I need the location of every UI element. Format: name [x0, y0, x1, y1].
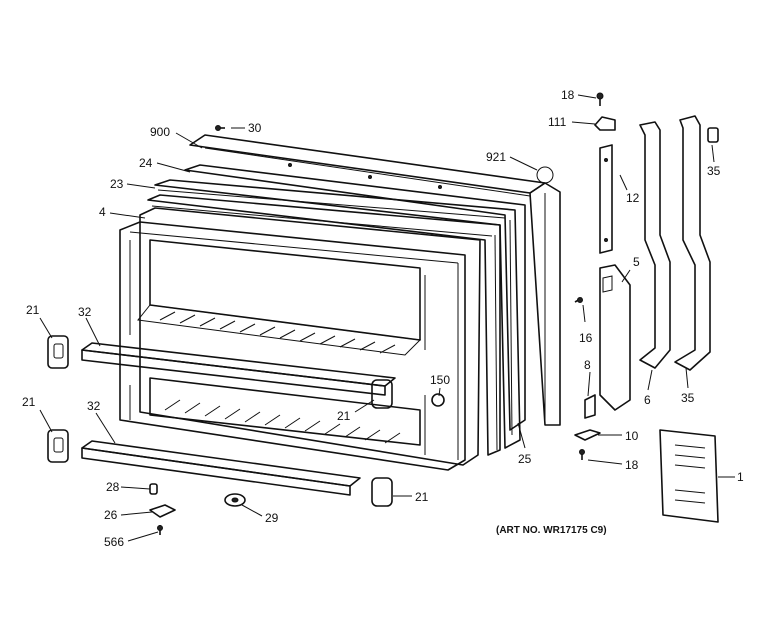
- label-16: 16: [579, 331, 593, 345]
- label-150: 150: [430, 373, 450, 387]
- label-5: 5: [633, 255, 640, 269]
- label-32-a: 32: [78, 305, 92, 319]
- label-10: 10: [625, 429, 639, 443]
- small-fasteners: [149, 125, 445, 535]
- label-6: 6: [644, 393, 651, 407]
- hinge-hardware: [574, 92, 719, 460]
- lower-shelf: [129, 377, 426, 455]
- label-1: 1: [737, 470, 744, 484]
- label-12: 12: [626, 191, 640, 205]
- part-labels: 900 30 24 23 4 921 18 111 12 35 5 16 8 6…: [22, 88, 744, 549]
- label-29: 29: [265, 511, 279, 525]
- upper-shelf: [129, 239, 426, 356]
- label-4: 4: [99, 205, 106, 219]
- label-900: 900: [150, 125, 170, 139]
- label-111: 111: [548, 115, 567, 129]
- outer-door-panel: [189, 134, 561, 426]
- label-21-d: 21: [415, 490, 429, 504]
- label-32-b: 32: [87, 399, 101, 413]
- label-26: 26: [104, 508, 118, 522]
- label-23: 23: [110, 177, 124, 191]
- label-566: 566: [104, 535, 124, 549]
- label-21-b: 21: [22, 395, 36, 409]
- label-35-bottom: 35: [681, 391, 695, 405]
- label-8: 8: [584, 358, 591, 372]
- leader-lines: [39, 94, 735, 542]
- label-18-top: 18: [561, 88, 575, 102]
- label-35-top: 35: [707, 164, 721, 178]
- door-gasket-layers: [147, 164, 526, 456]
- label-25: 25: [518, 452, 532, 466]
- label-21-a: 21: [26, 303, 40, 317]
- art-number: (ART NO. WR17175 C9): [496, 525, 607, 536]
- shelf-end-caps: [47, 335, 393, 507]
- label-30: 30: [248, 121, 262, 135]
- door-shelf-bars: [81, 342, 396, 496]
- label-18-bottom: 18: [625, 458, 639, 472]
- instruction-booklet: [659, 429, 719, 523]
- label-921: 921: [486, 150, 506, 164]
- label-21-c: 21: [337, 409, 351, 423]
- label-28: 28: [106, 480, 120, 494]
- door-liner: [119, 207, 481, 471]
- label-24: 24: [139, 156, 153, 170]
